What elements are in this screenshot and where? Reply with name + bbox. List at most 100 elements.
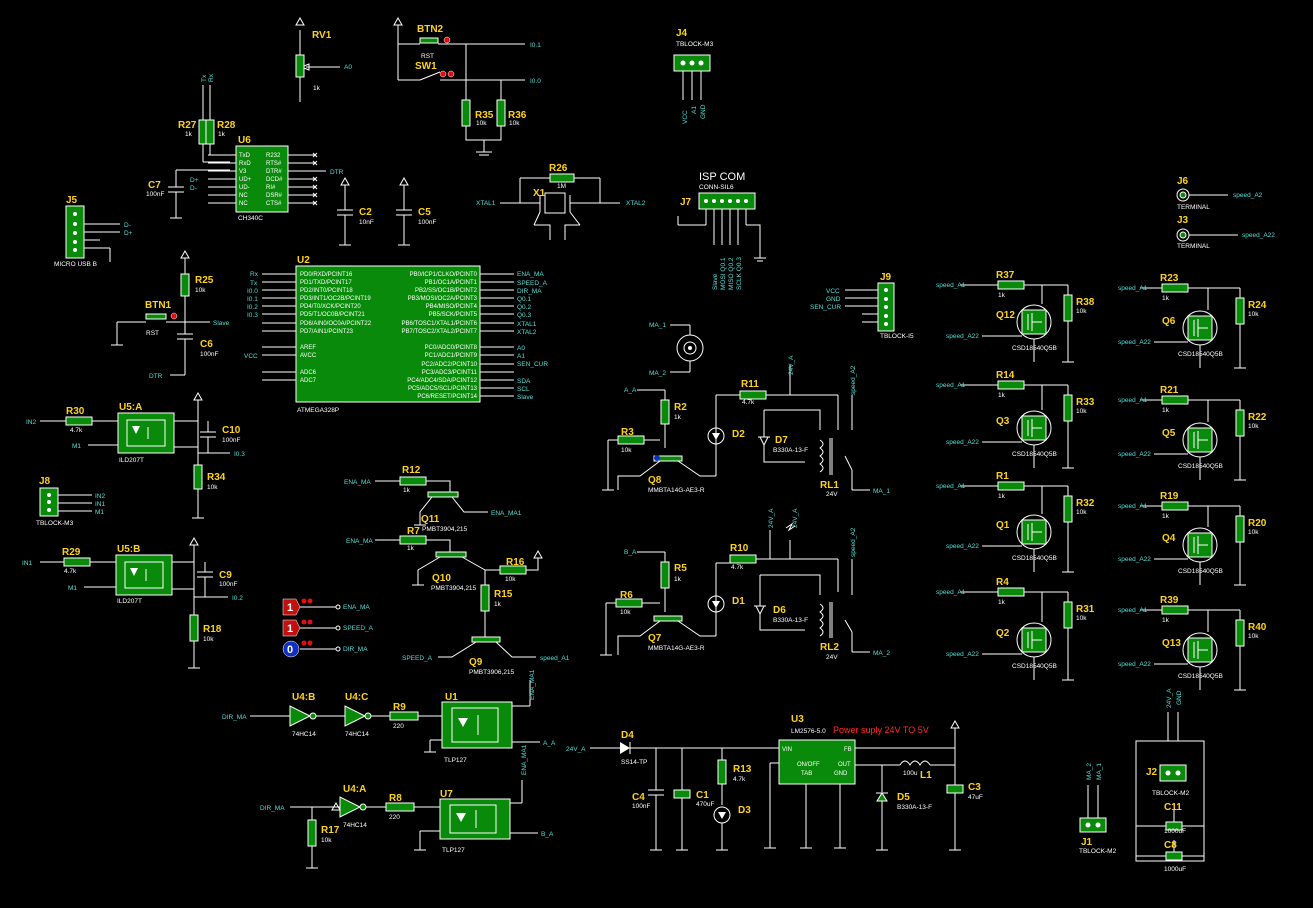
u6-value: CH340C [238, 215, 263, 222]
u2-pin-left-0: PD0/RXD/PCINT16 [300, 272, 353, 278]
r18-ref: R18 [203, 624, 222, 635]
u4c-ref: U4:C [345, 692, 368, 703]
net-u2-slave: Slave [517, 394, 534, 401]
u5a-value: ILD207T [119, 457, 144, 464]
net-ena-ma1-u1: ENA_MA1 [529, 669, 536, 700]
j3-value: TERMINAL [1177, 243, 1210, 250]
net-u2-i03: I0.3 [247, 312, 258, 319]
net-u2-ena-ma: ENA_MA [517, 271, 544, 278]
mosfet-gate-res-ref-0: R37 [996, 270, 1015, 281]
u2-pin-right-10: PC2/ADC2/PCINT10 [421, 362, 477, 368]
u2-pin-right-3: PB3/MOSI/OC2A/PCINT3 [408, 296, 478, 302]
btn2-value: RST [421, 53, 434, 60]
u2-pin-left-2: PD2/INT0/PCINT18 [300, 288, 353, 294]
r5-ref: R5 [674, 563, 687, 574]
r26-value: 1M [557, 183, 566, 190]
mosfet-gate-res-ref-7: R39 [1160, 595, 1179, 606]
net-i03: I0.3 [234, 451, 245, 458]
u6-pin-right-6: CTS# [266, 201, 282, 207]
net-in2: IN2 [26, 419, 37, 426]
j2-value: TBLOCK-M2 [1152, 790, 1190, 797]
relay-channel-2: R5 1k R6 10k Q7 MMBTA14G-AE3-R R10 4.7k … [600, 508, 890, 661]
c11-ref: C11 [1164, 802, 1182, 813]
btn1-value: RST [146, 330, 159, 337]
r6-ref: R6 [620, 590, 633, 601]
r15-ref: R15 [494, 589, 513, 600]
j8-ref: J8 [39, 476, 51, 487]
j1-ref: J1 [1081, 837, 1093, 848]
net-a-a: A_A [624, 387, 637, 394]
power-supply: Power suply 24V TO 5V [566, 714, 983, 851]
u2-pin-right-9: PC1/ADC1/PCINT9 [425, 353, 478, 359]
net-b-a: B_A [624, 549, 637, 556]
u6-pin-left-0: TxD [239, 153, 251, 159]
r25-value: 10k [195, 287, 206, 294]
u2-pin-left-7: PD7/AIN1/PCINT23 [300, 329, 354, 335]
x1-ref: X1 [533, 188, 546, 199]
net-ma-1-r: MA_1 [873, 488, 890, 495]
net-m1: M1 [72, 443, 81, 450]
u2-pin-right-13: PC5/ADC5/SCL/PCINT13 [408, 386, 478, 392]
u2-pin-right-14: PC6/RESET/PCINT14 [417, 394, 477, 400]
mosfet-pull-res-ref-7: R40 [1248, 622, 1267, 633]
net-u2-vcc: VCC [244, 353, 258, 360]
q8-ref: Q8 [648, 475, 662, 486]
net-i00: I0.0 [530, 78, 541, 85]
logic-probe-net-1: SPEED_A [343, 625, 374, 632]
mosfet-pull-res-ref-2: R32 [1076, 498, 1095, 509]
net-24v-a-1: 24V_A [788, 355, 795, 375]
j3-ref: J3 [1177, 215, 1189, 226]
r34-ref: R34 [207, 472, 226, 483]
j4-pin-vcc: VCC [682, 110, 689, 124]
r26-ref: R26 [549, 163, 568, 174]
r6-value: 10k [620, 609, 631, 616]
net-u2-a1: A1 [517, 353, 525, 360]
net-speed-a22-mosfet-2: speed_A22 [946, 543, 979, 550]
u6-pin-left-5: NC [239, 193, 248, 199]
r8-value: 220 [389, 814, 400, 821]
crystal-x1: R26 1M X1 XTAL1 XTAL2 [476, 163, 646, 240]
u2-pin-right-0: PB0/ICP1/CLKO/PCINT0 [410, 272, 478, 278]
logic-probe-state-2: 0 [287, 644, 293, 656]
net-dminus: D- [190, 185, 197, 192]
r17-value: 10k [321, 837, 332, 844]
mosfet-gate-res-val-4: 1k [1162, 295, 1170, 302]
mosfet-gate-res-val-7: 1k [1162, 617, 1170, 624]
r12-ref: R12 [402, 465, 421, 476]
q8-value: MMBTA14G-AE3-R [648, 487, 705, 494]
u7-value: TLP127 [442, 847, 465, 854]
d6-value: B330A-13-F [773, 617, 808, 624]
j6-ref: J6 [1177, 176, 1189, 187]
capacitors-c2-c5: C2 10nF C5 100nF [337, 176, 436, 246]
mosfet-gate-res-val-0: 1k [998, 292, 1006, 299]
mosfet-ref-3: Q2 [996, 628, 1010, 639]
j8-pin-in1: IN1 [95, 501, 106, 508]
r30-ref: R30 [66, 406, 85, 417]
u4a-value: 74HC14 [343, 822, 367, 829]
u5b-ref: U5:B [117, 544, 140, 555]
u6-pin-right-2: DTR# [266, 169, 282, 175]
net-u2-dir-ma: DIR_MA [517, 288, 542, 295]
u2-pin-left-9: AVCC [300, 353, 317, 359]
net-u2-rx: Rx [250, 271, 259, 278]
mosfet-pull-res-val-5: 10k [1248, 423, 1259, 430]
j4-pin-a1: A1 [691, 106, 698, 114]
r8-ref: R8 [389, 793, 402, 804]
u6-pin-right-1: RTS# [266, 161, 282, 167]
opto-u5a: R30 4.7k U5:A ILD207T C10 100nF R34 10k … [26, 391, 245, 519]
mosfet-ref-2: Q1 [996, 520, 1010, 531]
c10-ref: C10 [222, 425, 241, 436]
net-ena-ma-q10: ENA_MA [346, 538, 373, 545]
mosfet-gate-res-val-1: 1k [998, 392, 1006, 399]
mosfet-pull-res-val-3: 10k [1076, 615, 1087, 622]
u2-pin-left-1: PD1/TXD/PCINT17 [300, 280, 352, 286]
u6-pin-left-3: UD+ [239, 177, 252, 183]
net-speed-a22-mosfet-7: speed_A22 [1118, 661, 1151, 668]
opto-u5b: R29 4.7k U5:B ILD207T C9 100nF R18 10k I… [22, 536, 243, 669]
u2-pin-left-4: PD4/T0/XCK/PCINT20 [300, 304, 361, 310]
u6-pin-right-3: DCD# [266, 177, 283, 183]
c8-value: 1000uF [1164, 866, 1186, 873]
mosfet-gate-res-val-3: 1k [998, 599, 1006, 606]
mosfet-banks: speed_A1speed_A22R371kR3810kQ12CSD18540Q… [936, 270, 1267, 691]
